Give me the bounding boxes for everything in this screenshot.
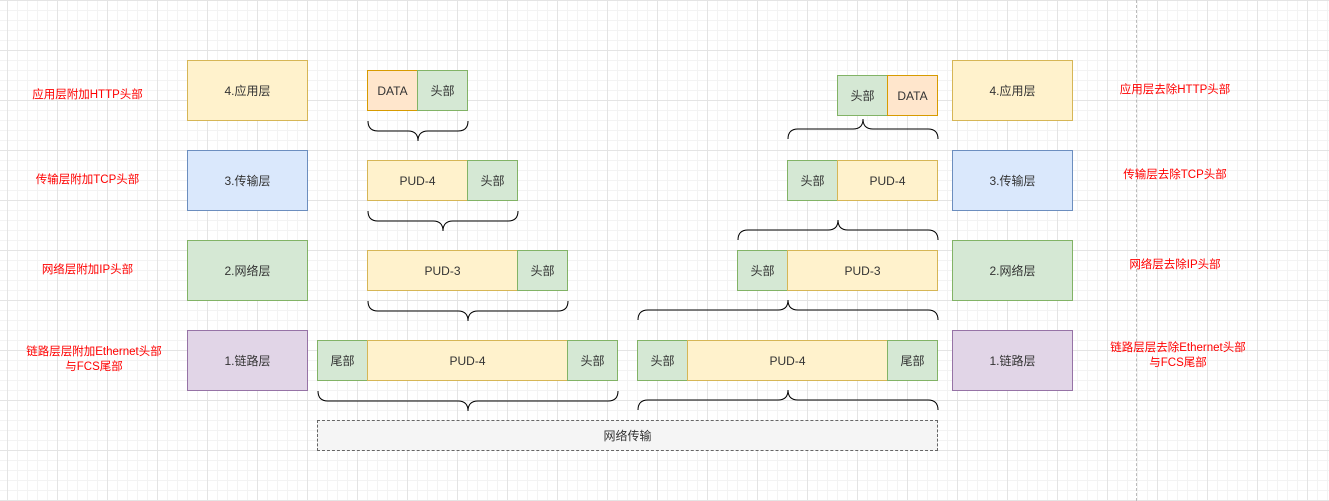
send-network-header-cell[interactable]: 头部 [517,250,568,291]
send-app-header-cell[interactable]: 头部 [417,70,468,111]
sender-layer-link[interactable]: 1.链路层 [187,330,308,391]
cell-label: PUD-3 [844,263,881,278]
cell-label: PUD-4 [449,353,486,368]
recv-app-data-cell[interactable]: DATA [887,75,938,116]
network-transfer-label: 网络传输 [603,429,652,443]
brace-send-transport [367,210,519,232]
recv-link-trailer-cell[interactable]: 尾部 [887,340,938,381]
cell-label: 尾部 [900,354,925,368]
cell-label: 尾部 [330,354,355,368]
recv-network-payload-cell[interactable]: PUD-3 [787,250,938,291]
layer-label: 1.链路层 [224,354,271,368]
layer-label: 3.传输层 [989,174,1036,188]
note-send-network: 网络层附加IP头部 [41,263,134,276]
brace-recv-link [637,389,939,411]
send-app-data-cell[interactable]: DATA [367,70,418,111]
send-transport-header-cell[interactable]: 头部 [467,160,518,201]
note-recv-link: 链路层层去除Ethernet头部 与FCS尾部 [1110,342,1246,369]
brace-recv-app [787,118,939,140]
page-guide-line [1136,0,1137,501]
send-link-trailer-cell[interactable]: 尾部 [317,340,368,381]
note-send-app: 应用层附加HTTP头部 [32,88,143,101]
note-send-link: 链路层层附加Ethernet头部 与FCS尾部 [26,346,162,373]
recv-app-header-cell[interactable]: 头部 [837,75,888,116]
cell-label: DATA [377,83,408,98]
recv-link-header-cell[interactable]: 头部 [637,340,688,381]
send-link-payload-cell[interactable]: PUD-4 [367,340,568,381]
cell-label: 头部 [580,354,605,368]
layer-label: 4.应用层 [224,84,271,98]
brace-send-network [367,300,569,322]
layer-label: 3.传输层 [224,174,271,188]
recv-network-header-cell[interactable]: 头部 [737,250,788,291]
brace-send-link [317,390,619,412]
cell-label: 头部 [850,89,875,103]
recv-link-payload-cell[interactable]: PUD-4 [687,340,888,381]
recv-transport-header-cell[interactable]: 头部 [787,160,838,201]
cell-label: PUD-4 [769,353,806,368]
sender-layer-transport[interactable]: 3.传输层 [187,150,308,211]
note-recv-transport: 传输层去除TCP头部 [1123,168,1227,181]
cell-label: 头部 [650,354,675,368]
network-transfer-box[interactable]: 网络传输 [317,420,938,451]
brace-send-app [367,120,469,142]
receiver-layer-transport[interactable]: 3.传输层 [952,150,1073,211]
layer-label: 1.链路层 [989,354,1036,368]
recv-transport-payload-cell[interactable]: PUD-4 [837,160,938,201]
send-transport-payload-cell[interactable]: PUD-4 [367,160,468,201]
cell-label: DATA [897,88,928,103]
receiver-layer-application[interactable]: 4.应用层 [952,60,1073,121]
brace-recv-transport [737,219,939,241]
cell-label: PUD-4 [399,173,436,188]
cell-label: 头部 [800,174,825,188]
layer-label: 4.应用层 [989,84,1036,98]
note-recv-app: 应用层去除HTTP头部 [1119,83,1231,96]
layer-label: 2.网络层 [989,264,1036,278]
cell-label: PUD-4 [869,173,906,188]
sender-layer-network[interactable]: 2.网络层 [187,240,308,301]
cell-label: 头部 [530,264,555,278]
receiver-layer-network[interactable]: 2.网络层 [952,240,1073,301]
cell-label: PUD-3 [424,263,461,278]
layer-label: 2.网络层 [224,264,271,278]
note-recv-network: 网络层去除IP头部 [1129,258,1221,271]
note-send-transport: 传输层附加TCP头部 [35,173,140,186]
brace-recv-network [637,299,939,321]
cell-label: 头部 [480,174,505,188]
cell-label: 头部 [430,84,455,98]
send-link-header-cell[interactable]: 头部 [567,340,618,381]
sender-layer-application[interactable]: 4.应用层 [187,60,308,121]
receiver-layer-link[interactable]: 1.链路层 [952,330,1073,391]
cell-label: 头部 [750,264,775,278]
